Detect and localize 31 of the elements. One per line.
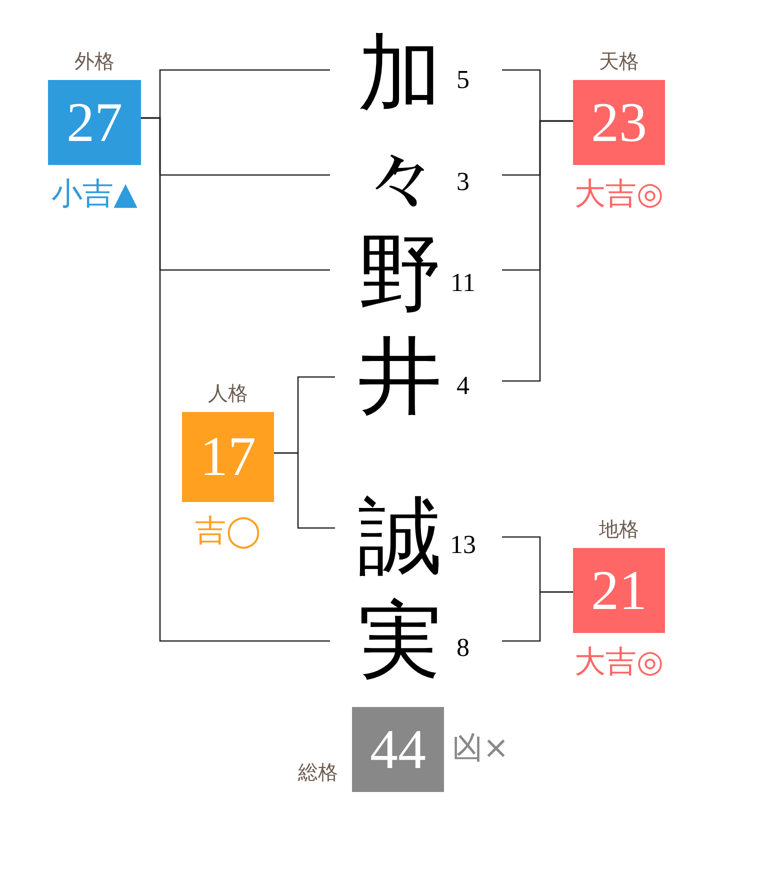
score-number: 17 bbox=[199, 427, 257, 487]
name-character: 誠 bbox=[358, 496, 442, 580]
fortune-label: 小吉▲ bbox=[52, 177, 138, 211]
category-label: 地格 bbox=[599, 517, 639, 541]
stroke-count: 8 bbox=[456, 634, 470, 662]
fortune-label: 吉◯ bbox=[195, 514, 261, 548]
score-number: 27 bbox=[66, 92, 124, 152]
stroke-count: 13 bbox=[450, 531, 476, 559]
fortune-label: 凶× bbox=[452, 731, 509, 765]
fortune-label: 大吉◎ bbox=[574, 177, 664, 211]
category-label: 人格 bbox=[208, 381, 248, 405]
fortune-label: 大吉◎ bbox=[574, 645, 664, 679]
score-number: 23 bbox=[590, 92, 648, 152]
stroke-count: 11 bbox=[450, 269, 476, 297]
stroke-count: 3 bbox=[456, 168, 470, 196]
name-character: 加 bbox=[358, 33, 442, 117]
score-number: 21 bbox=[590, 560, 648, 620]
category-label: 天格 bbox=[599, 49, 639, 73]
name-character: 野 bbox=[358, 233, 442, 317]
stroke-count: 5 bbox=[456, 66, 470, 94]
connector-line bbox=[502, 591, 573, 642]
name-character: 実 bbox=[358, 600, 442, 684]
category-label: 外格 bbox=[74, 49, 114, 73]
name-character: 井 bbox=[358, 336, 442, 420]
connector-line bbox=[274, 452, 335, 529]
score-number: 44 bbox=[369, 720, 427, 780]
name-character: 々 bbox=[358, 138, 442, 222]
category-label: 総格 bbox=[298, 760, 338, 784]
connector-line bbox=[502, 120, 573, 382]
connector-line bbox=[141, 117, 330, 642]
stroke-count: 4 bbox=[456, 372, 470, 400]
